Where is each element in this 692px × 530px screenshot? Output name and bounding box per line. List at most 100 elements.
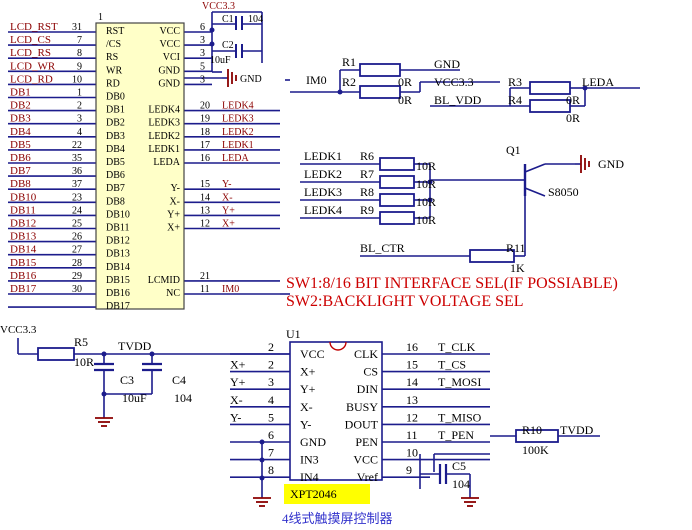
junction-dot — [209, 27, 215, 33]
c5-ground — [461, 492, 479, 507]
r3-value: 0R — [566, 93, 580, 107]
ic1-pin-name: DB13 — [106, 249, 130, 260]
ic1-pin-name: LEDA — [153, 157, 180, 168]
ic1-right-pin: 14 — [200, 192, 210, 203]
ic1-left-net: DB7 — [10, 165, 31, 177]
ic1-right-net: LEDA — [222, 153, 249, 164]
ic1-right-net: LEDK1 — [222, 140, 254, 151]
ic1-pin-name: DB8 — [106, 196, 125, 207]
ic1-left-net: DB1 — [10, 87, 31, 99]
ic1-right-pin: 6 — [200, 22, 205, 33]
u1-pin-name: VCC — [353, 453, 378, 467]
junction-dot — [427, 179, 433, 185]
ic1-left-net: DB15 — [10, 257, 37, 269]
u1-right-net: T_CLK — [438, 340, 476, 354]
r3-body — [529, 81, 571, 95]
ic1-pin-name: LEDK2 — [148, 131, 180, 142]
u1-left-pin: 8 — [268, 463, 274, 477]
ic1-left-pin: 7 — [77, 35, 82, 46]
gnd-symbol-ic1 — [222, 69, 237, 87]
ic1-left-net: DB12 — [10, 218, 36, 230]
components — [37, 16, 590, 507]
im0-label: IM0 — [306, 73, 327, 87]
ic1-right-pin: 5 — [200, 61, 205, 72]
ic1-pin-name: Y- — [171, 183, 180, 194]
ic1-pin-name: GND — [158, 78, 180, 89]
ic1-left-pin: 29 — [72, 271, 82, 282]
u1-left-net: X+ — [230, 358, 246, 372]
r2-value: 0R — [398, 93, 412, 107]
ic1-left-pin: 3 — [77, 114, 82, 125]
ic1-pin-name: DB17 — [106, 301, 130, 312]
u1-left-pin: 5 — [268, 410, 274, 424]
ic1-right-pin: 20 — [200, 101, 210, 112]
ic1-right-pin: 3 — [200, 48, 205, 59]
u1-right-pin: 15 — [406, 358, 418, 372]
u1-right-pin: 12 — [406, 410, 418, 424]
r11-ref: R11 — [506, 241, 526, 255]
backlight-net-label: LEDK3 — [304, 185, 342, 199]
junction-dot — [337, 89, 343, 95]
ic1-left-net: DB2 — [10, 100, 31, 112]
u1-pin-name: CLK — [354, 347, 378, 361]
u1-right-pin: 9 — [406, 463, 412, 477]
q1-part: S8050 — [548, 185, 579, 199]
ic1-left-net: DB3 — [10, 113, 31, 125]
r10-body — [515, 429, 559, 443]
ic1-pin-name: VCC — [159, 39, 180, 50]
u1-right-pin: 13 — [406, 393, 418, 407]
c3-ref: C3 — [120, 373, 134, 387]
ic1-pin-name: LEDK4 — [148, 105, 180, 116]
backlight-resistor — [379, 211, 415, 225]
r5-body — [37, 347, 75, 361]
ic1-pin-name: DB16 — [106, 288, 130, 299]
ic1-right-net: X- — [222, 192, 233, 203]
junction-dot — [259, 439, 265, 445]
ic1-pin-name: DB4 — [106, 144, 125, 155]
u1-left-pin: 7 — [268, 446, 274, 460]
ic1-left-pin: 23 — [72, 192, 82, 203]
u1-pin-name: X- — [300, 400, 313, 414]
ic1-left-net: DB4 — [10, 126, 31, 138]
u1-pin-name: Vref — [357, 470, 378, 484]
ic1-pin-name: VCI — [163, 52, 180, 63]
u1-right-pin: 16 — [406, 340, 418, 354]
ic1-right-pin: 3 — [200, 35, 205, 46]
ic1-right-pin: 17 — [200, 140, 210, 151]
ic1-left-net: DB8 — [10, 178, 31, 190]
q1-gnd-label: GND — [598, 157, 624, 171]
junction-dot — [101, 391, 107, 397]
ic1-right-pin: 13 — [200, 205, 210, 216]
backlight-net-label: LEDK1 — [304, 149, 342, 163]
backlight-res-ref: R6 — [360, 149, 374, 163]
u1-left-net: X- — [230, 393, 243, 407]
u1-pin-name: BUSY — [346, 400, 378, 414]
u1-right-pin: 10 — [406, 446, 418, 460]
ic1-body — [95, 22, 185, 310]
blctr-label: BL_CTR — [360, 241, 405, 255]
u1-left-pin: 6 — [268, 428, 274, 442]
u1-pin-name: DIN — [357, 382, 379, 396]
ic1-left-pin: 26 — [72, 232, 82, 243]
u1-right-net: T_MISO — [438, 410, 482, 424]
ic1-right-net: LEDK4 — [222, 101, 254, 112]
ic1-pin-name: DB14 — [106, 262, 130, 273]
r11-value: 1K — [510, 261, 525, 275]
ic1-pin-name: LCMID — [148, 275, 180, 286]
ic1-right-net: Y+ — [222, 205, 235, 216]
ic1-pin-name: VCC — [159, 26, 180, 37]
ic1-left-net: DB13 — [10, 231, 37, 243]
u1-ground — [253, 492, 271, 507]
r1-ref: R1 — [342, 55, 356, 69]
r10-ref: R10 — [522, 423, 542, 437]
backlight-resistor — [379, 175, 415, 189]
c1-value: 104 — [248, 14, 263, 25]
tvdd2-label: TVDD — [560, 423, 594, 437]
r4-ref: R4 — [508, 93, 522, 107]
ic1-left-pin: 31 — [72, 22, 82, 33]
ic1-left-net: DB10 — [10, 191, 37, 203]
u1-body — [289, 341, 383, 481]
u1-ref: U1 — [286, 327, 301, 341]
ic1-pin-name: DB0 — [106, 92, 125, 103]
